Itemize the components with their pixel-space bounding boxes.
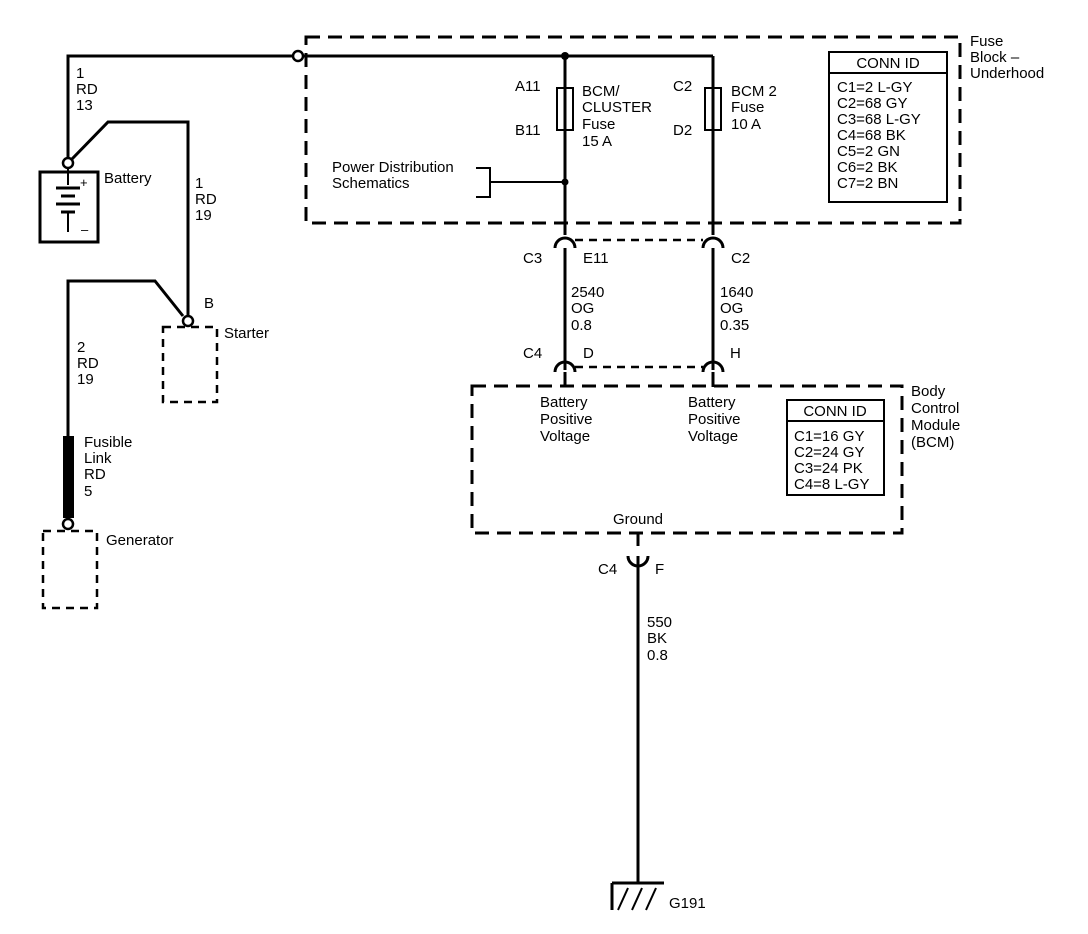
wire-2540-circuit: 2540 [571, 284, 604, 301]
fuse-block-underhood: Fuse Block – Underhood CONN ID C1=2 L-GY… [304, 33, 1044, 235]
fuse-2-label-line: Fuse [731, 99, 764, 116]
wire-1640-color: OG [720, 300, 743, 317]
fuse-2-bottom-pin: D2 [673, 122, 692, 139]
wire-550-circuit: 550 [647, 614, 672, 631]
fusible-link-line: 5 [84, 483, 92, 500]
fuse-1-label-line: Fuse [582, 116, 615, 133]
conn-id-row: C5=2 GN [837, 143, 900, 160]
power-distribution-line-1: Power Distribution [332, 159, 454, 176]
starter-terminal: B [204, 295, 214, 312]
connector-h-label: H [730, 345, 741, 362]
battery-minus-sign: – [81, 222, 89, 237]
bcm-conn-id-row: C4=8 L-GY [794, 476, 869, 493]
starter-feed-wire: 1 RD 19 [70, 120, 217, 318]
starter: B Starter [161, 295, 269, 404]
battery-plus-sign: + [80, 175, 88, 190]
starter-wire-gauge: 19 [195, 207, 212, 224]
ground-symbol: G191 [610, 881, 706, 912]
generator-label: Generator [106, 532, 174, 549]
fuse-block-title-line-1: Fuse [970, 33, 1003, 50]
battery: + – Battery [38, 156, 152, 244]
wire-1640-gauge: 0.35 [720, 317, 749, 334]
fusible-link-line: Link [84, 450, 112, 467]
wire-550-gauge: 0.8 [647, 647, 668, 664]
battery-feed-wire: 1 RD 13 [66, 49, 305, 160]
bcm-conn-id-table: CONN ID C1=16 GY C2=24 GY C3=24 PK C4=8 … [786, 399, 885, 496]
bcm-title-line: Module [911, 417, 960, 434]
bcm-input-2-line: Voltage [688, 428, 738, 445]
generator-wire-color: RD [77, 355, 99, 372]
conn-id-header: CONN ID [856, 55, 920, 72]
starter-label: Starter [224, 325, 269, 342]
fuse-1-bottom-pin: B11 [515, 122, 541, 139]
fuse-1-label-line: 15 A [582, 133, 612, 150]
wire-2540: 2540 OG 0.8 [571, 284, 604, 334]
starter-wire-color: RD [195, 191, 217, 208]
fuse-block-title-line-2: Block – [970, 49, 1020, 66]
generator-wire-gauge: 19 [77, 371, 94, 388]
bcm-input-1-line: Voltage [540, 428, 590, 445]
wire-1640: 1640 OG 0.35 [720, 284, 753, 334]
connector-c4-label: C4 [523, 345, 542, 362]
fuse-block-title-line-3: Underhood [970, 65, 1044, 82]
ground-reference-label: G191 [669, 895, 706, 912]
conn-id-row: C1=2 L-GY [837, 79, 912, 96]
fuse-2-top-pin: C2 [673, 78, 692, 95]
conn-id-row: C4=68 BK [837, 127, 906, 144]
wire-550-color: BK [647, 630, 667, 647]
power-distribution-line-2: Schematics [332, 175, 410, 192]
conn-id-row: C6=2 BK [837, 159, 897, 176]
power-distribution-reference: Power Distribution Schematics [332, 159, 569, 198]
bcm-input-2-line: Battery [688, 394, 736, 411]
fuse-block-conn-id-table: CONN ID C1=2 L-GY C2=68 GY C3=68 L-GY C4… [828, 51, 948, 203]
generator-feed-wire: 2 RD 19 [66, 279, 185, 436]
ground-connector-c4-label: C4 [598, 561, 617, 578]
fusible-link-line: Fusible [84, 434, 132, 451]
bcm-input-2-line: Positive [688, 411, 741, 428]
bcm-title-line: Body [911, 383, 946, 400]
starter-wire-circuit: 1 [195, 175, 203, 192]
bcm-ground-label: Ground [613, 511, 663, 528]
bcm-input-1-line: Positive [540, 411, 593, 428]
wire-2540-gauge: 0.8 [571, 317, 592, 334]
bcm-title-line: Control [911, 400, 959, 417]
ground-connector-f-label: F [655, 561, 664, 578]
fuse-bcm-cluster: A11 B11 BCM/ CLUSTER Fuse 15 A [515, 56, 652, 235]
upper-connector-pair: C3 E11 C2 [523, 236, 750, 370]
generator: Generator [41, 517, 174, 610]
connector-c2-label: C2 [731, 250, 750, 267]
wire-1640-circuit: 1640 [720, 284, 753, 301]
battery-wire-circuit: 1 [76, 65, 84, 82]
bcm-conn-id-header: CONN ID [803, 403, 867, 420]
body-control-module: Body Control Module (BCM) Battery Positi… [470, 383, 960, 535]
bcm-conn-id-row: C1=16 GY [794, 428, 864, 445]
conn-id-row: C7=2 BN [837, 175, 898, 192]
bus-terminal [291, 49, 305, 63]
bcm-conn-id-row: C2=24 GY [794, 444, 864, 461]
generator-wire-circuit: 2 [77, 339, 85, 356]
conn-id-row: C2=68 GY [837, 95, 907, 112]
battery-wire-gauge: 13 [76, 97, 93, 114]
battery-label: Battery [104, 170, 152, 187]
lower-connector-pair: C4 D H [523, 345, 741, 387]
fuse-1-label-line: CLUSTER [582, 99, 652, 116]
connector-c3-label: C3 [523, 250, 542, 267]
battery-wire-color: RD [76, 81, 98, 98]
fusible-link-line: RD [84, 466, 106, 483]
ground-circuit: C4 F 550 BK 0.8 [598, 533, 672, 882]
fuse-1-top-pin: A11 [515, 78, 541, 95]
bcm-input-1-line: Battery [540, 394, 588, 411]
fuse-2-label-line: 10 A [731, 116, 761, 133]
conn-id-row: C3=68 L-GY [837, 111, 921, 128]
wire-2540-color: OG [571, 300, 594, 317]
connector-e11-label: E11 [583, 250, 609, 267]
fuse-1-label-line: BCM/ [582, 83, 620, 100]
bcm-conn-id-row: C3=24 PK [794, 460, 863, 477]
connector-d-label: D [583, 345, 594, 362]
bcm-title-line: (BCM) [911, 434, 954, 451]
fuse-bcm-2: C2 D2 BCM 2 Fuse 10 A [673, 56, 777, 235]
fusible-link: Fusible Link RD 5 [63, 434, 132, 518]
fuse-2-label-line: BCM 2 [731, 83, 777, 100]
